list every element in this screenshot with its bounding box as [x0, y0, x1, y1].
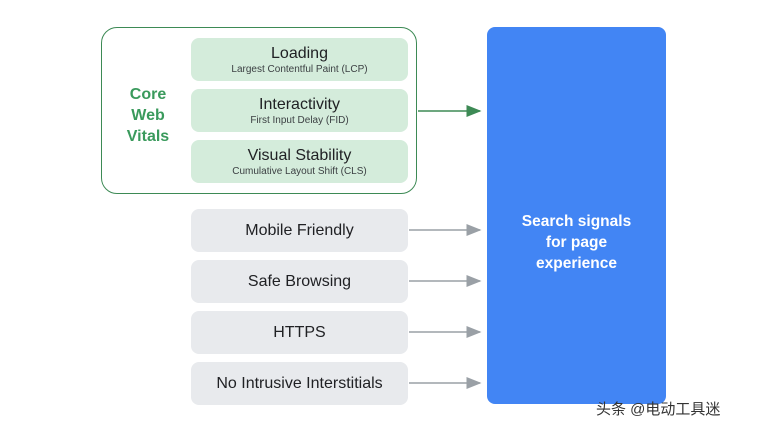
signal-safe-browsing: Safe Browsing: [191, 260, 408, 303]
vital-title: Interactivity: [259, 96, 340, 113]
signal-mobile-friendly: Mobile Friendly: [191, 209, 408, 252]
label-line: Web: [131, 107, 165, 124]
vital-title: Visual Stability: [247, 147, 352, 164]
search-signals-box: Search signals for page experience: [487, 27, 666, 404]
label-line: Core: [129, 86, 167, 103]
vital-interactivity: Interactivity First Input Delay (FID): [191, 89, 408, 132]
label-line: Search signals: [521, 213, 632, 230]
vital-subtitle: First Input Delay (FID): [250, 115, 349, 126]
search-signals-label: Search signals for page experience: [487, 211, 666, 274]
vital-visual-stability: Visual Stability Cumulative Layout Shift…: [191, 140, 408, 183]
watermark: 头条 @电动工具迷: [596, 401, 721, 418]
label-line: Vitals: [126, 128, 170, 145]
vital-subtitle: Largest Contentful Paint (LCP): [231, 64, 368, 75]
label-line: for page: [545, 234, 608, 251]
signal-https: HTTPS: [191, 311, 408, 354]
signal-no-intrusive-interstitials: No Intrusive Interstitials: [191, 362, 408, 405]
label-line: experience: [536, 255, 617, 272]
vital-loading: Loading Largest Contentful Paint (LCP): [191, 38, 408, 81]
vital-subtitle: Cumulative Layout Shift (CLS): [232, 166, 367, 177]
vital-title: Loading: [271, 45, 328, 62]
core-web-vitals-label: Core Web Vitals: [112, 84, 184, 147]
